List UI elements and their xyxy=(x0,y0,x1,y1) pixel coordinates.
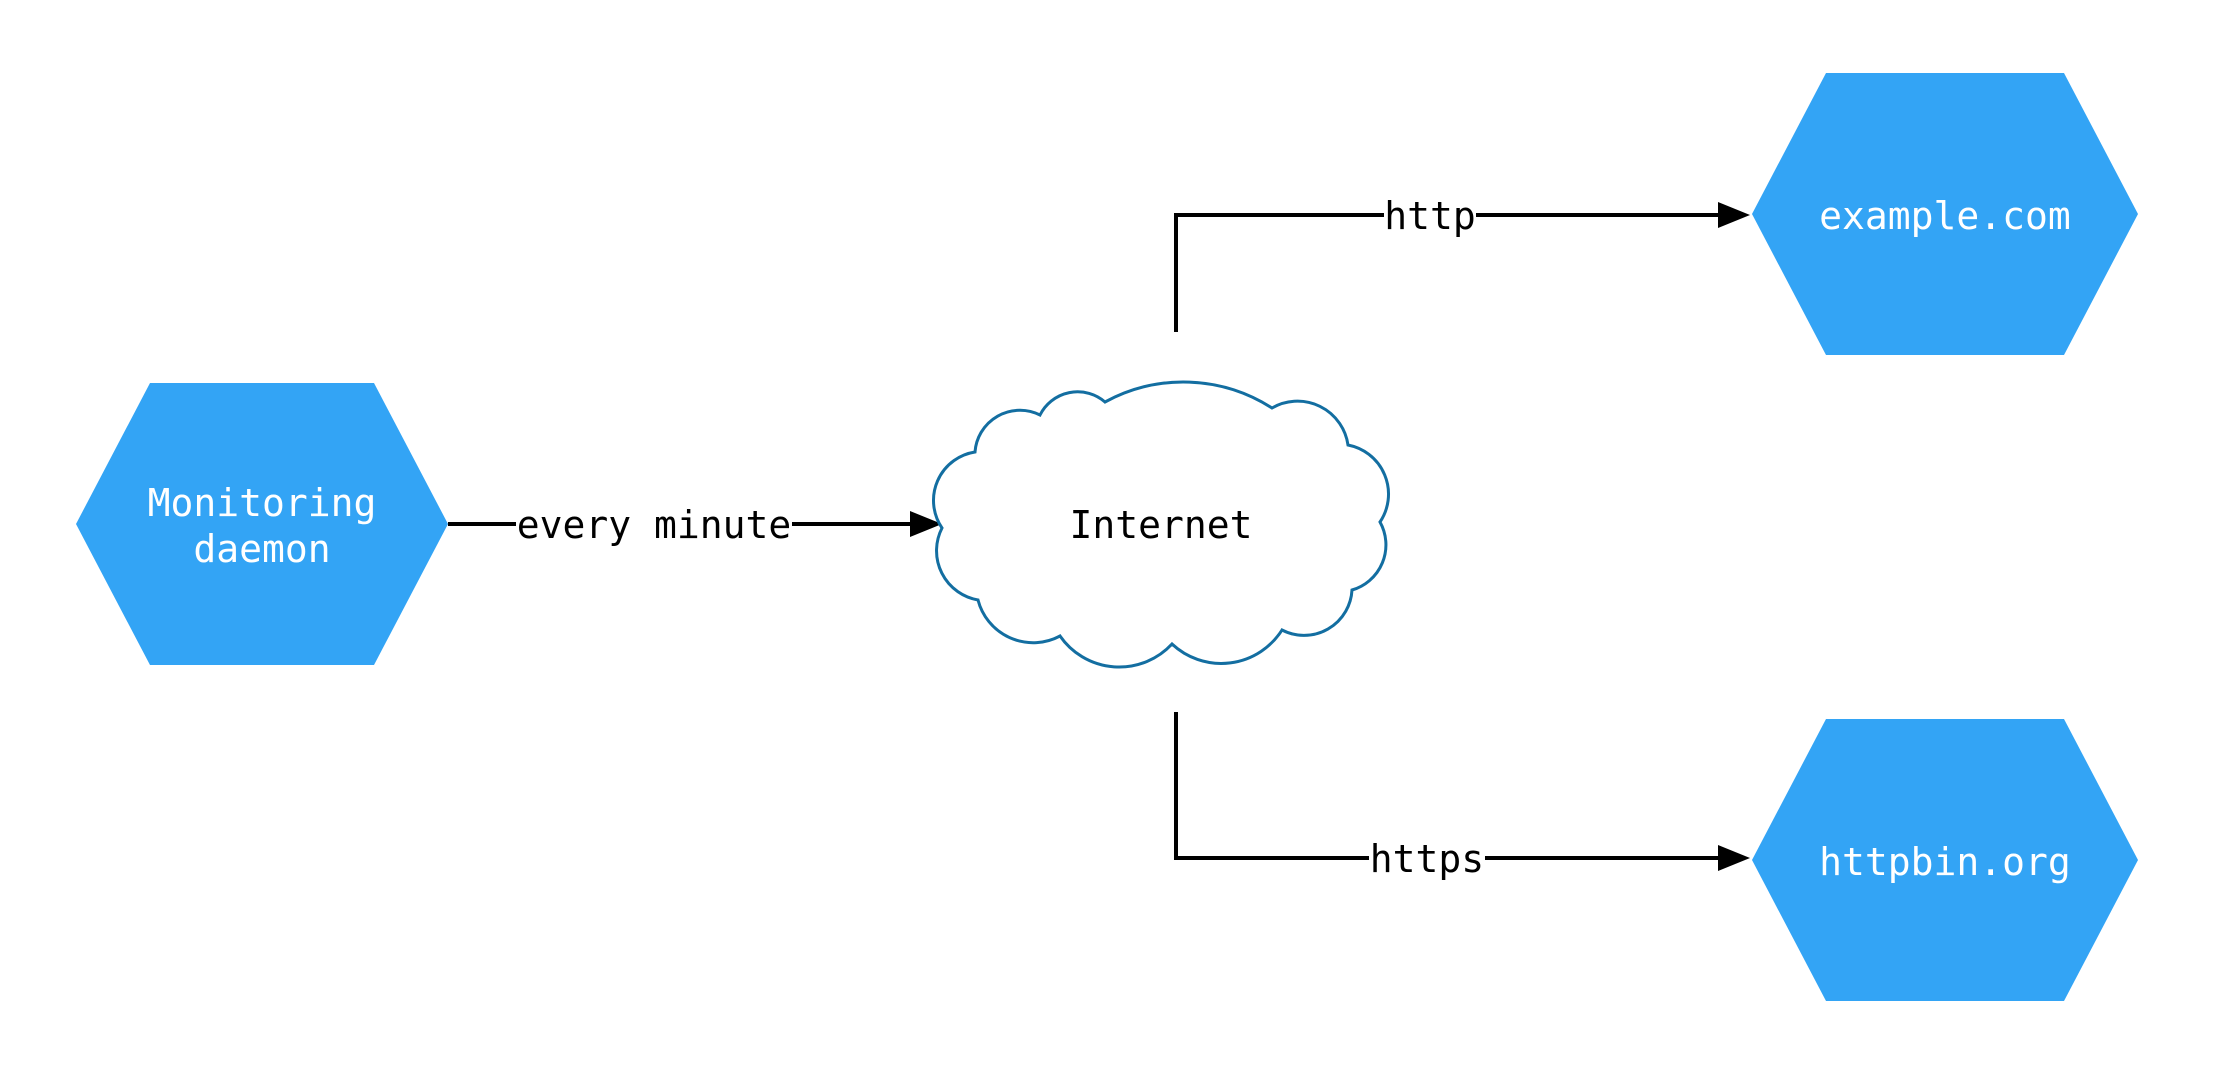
node-internet: Internet xyxy=(932,380,1391,669)
node-monitoring-daemon: Monitoring daemon xyxy=(76,383,448,665)
hexagon-shape xyxy=(76,383,448,665)
arrowhead-icon xyxy=(1718,845,1750,871)
edge-label-https: https xyxy=(1370,837,1484,881)
arrowhead-icon xyxy=(1718,202,1750,228)
node-label-internet: Internet xyxy=(1069,503,1252,547)
node-label-line1: Monitoring xyxy=(148,481,377,525)
node-httpbin-org: httpbin.org xyxy=(1752,719,2138,1001)
node-example-com: example.com xyxy=(1752,73,2138,355)
edge-line-segment xyxy=(1174,213,1384,332)
node-label-httpbin: httpbin.org xyxy=(1819,840,2071,884)
hexagon-shape xyxy=(1752,73,2138,355)
node-label-line2: daemon xyxy=(193,527,330,571)
edge-label-http: http xyxy=(1384,194,1476,238)
arrowhead-icon xyxy=(910,511,942,537)
edge-monitoring-to-internet: every minute xyxy=(448,503,942,547)
node-label-example: example.com xyxy=(1819,194,2071,238)
edge-internet-to-example: http xyxy=(1174,194,1750,332)
hexagon-shape xyxy=(1752,719,2138,1001)
cloud-shape xyxy=(932,380,1391,669)
edge-label-every-minute: every minute xyxy=(517,503,792,547)
edge-internet-to-httpbin: https xyxy=(1174,712,1750,881)
edge-line-segment xyxy=(1174,712,1369,860)
